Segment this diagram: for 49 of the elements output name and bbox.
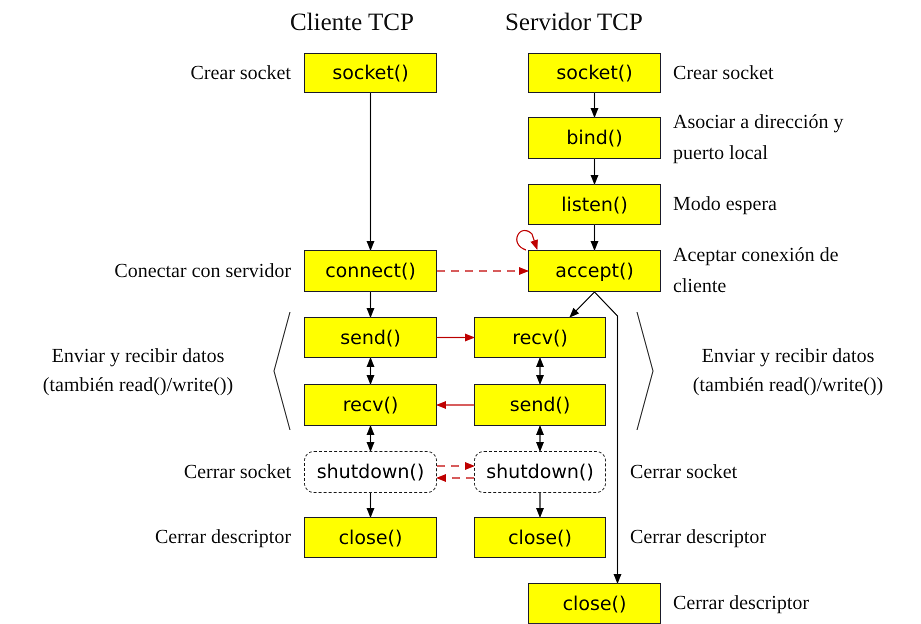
arrow (594, 292, 622, 584)
function-box: close() (474, 517, 606, 558)
function-box: close() (528, 583, 661, 624)
arrow (590, 225, 598, 251)
arrow (536, 357, 544, 385)
arrow (569, 292, 595, 318)
step-description: Cerrar descriptor (673, 591, 810, 616)
step-description: Cerrar descriptor (630, 525, 768, 550)
step-description: Cerrar socket (630, 460, 738, 484)
arrow (366, 93, 374, 251)
step-description: Aceptar conexión de cliente (673, 243, 840, 299)
function-box: socket() (304, 53, 437, 93)
arrow (590, 159, 598, 185)
group-description: Enviar y recibir datos (también read()/write()) (692, 344, 884, 398)
arrow (366, 493, 374, 518)
function-box: send() (304, 317, 437, 358)
function-box: connect() (304, 250, 437, 292)
step-description: Cerrar socket (184, 460, 291, 484)
step-description: Crear socket (673, 60, 775, 86)
arrow (366, 292, 374, 318)
group-description: Enviar y recibir datos (también read()/write()) (42, 344, 234, 398)
column-heading: Cliente TCP (290, 8, 414, 38)
function-box: listen() (528, 184, 661, 225)
function-box: bind() (528, 117, 661, 159)
step-description: Conectar con servidor (114, 258, 291, 284)
arrow (437, 334, 475, 342)
dashed-arrow (437, 462, 475, 470)
step-description: Modo espera (673, 192, 778, 217)
function-box: close() (304, 517, 437, 558)
function-box: socket() (528, 53, 661, 93)
arrow (536, 493, 544, 518)
step-description: Cerrar descriptor (154, 525, 291, 550)
step-description: Crear socket (190, 60, 291, 86)
dashed-arrow (437, 267, 529, 275)
dashed-function-box: shutdown() (474, 451, 606, 493)
arrow (436, 401, 474, 409)
column-heading: Servidor TCP (505, 8, 643, 38)
dashed-function-box: shutdown() (304, 451, 437, 493)
function-box: recv() (304, 384, 437, 426)
step-description: Asociar a dirección y puerto local (673, 110, 844, 166)
arrow (536, 425, 544, 452)
function-box: send() (474, 384, 606, 426)
arrow (366, 357, 374, 385)
arrow (366, 425, 374, 452)
function-box: accept() (528, 250, 661, 292)
loop-arrow (516, 230, 538, 251)
dashed-arrow (436, 474, 474, 482)
arrow (590, 93, 598, 118)
function-box: recv() (474, 317, 606, 358)
